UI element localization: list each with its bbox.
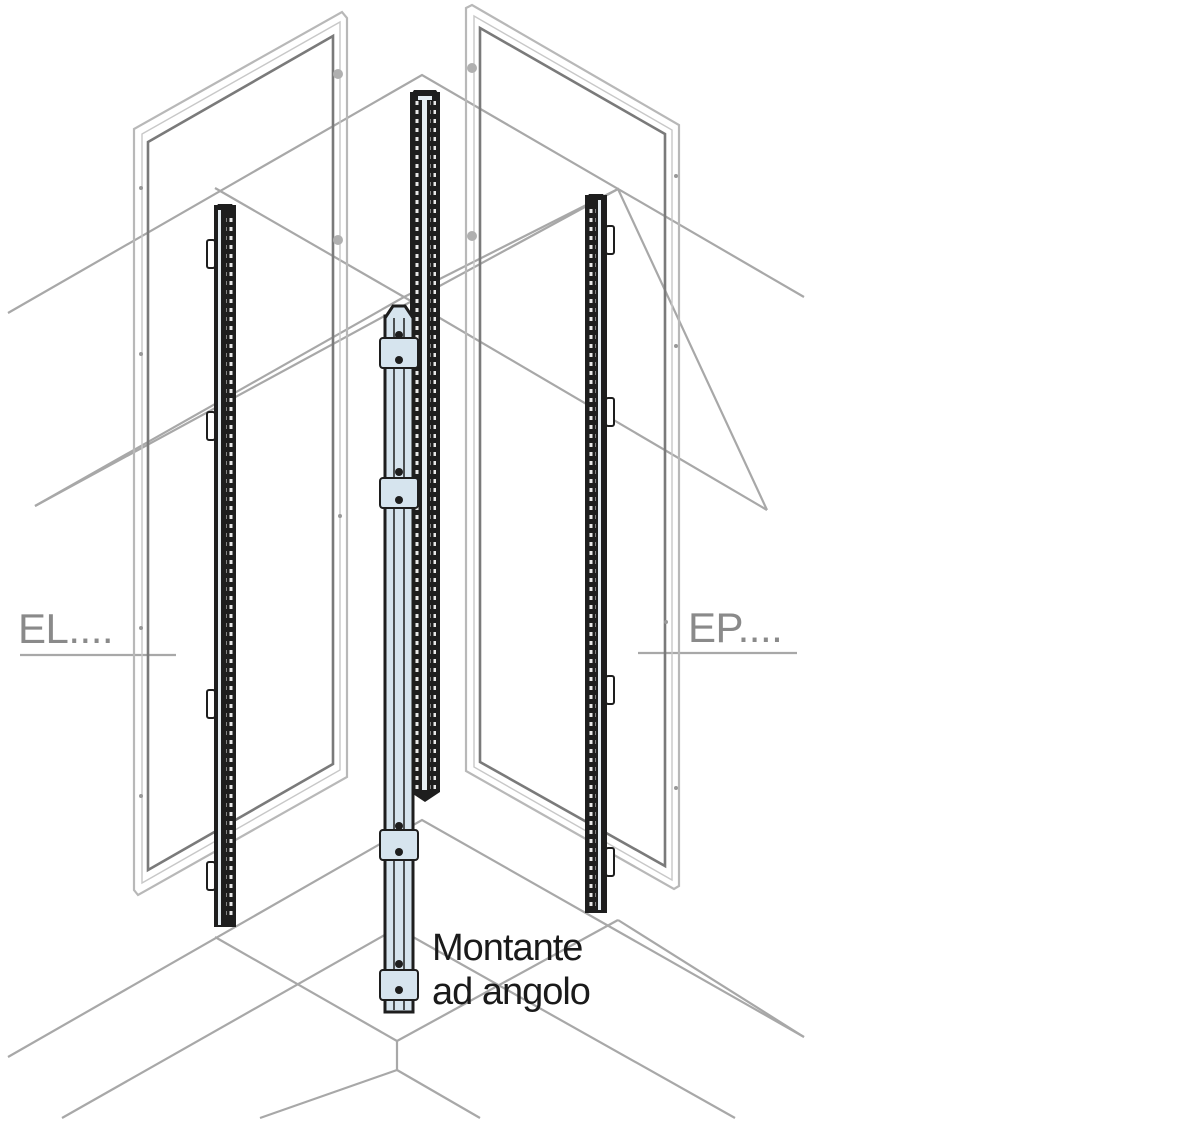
left-rail <box>206 204 236 927</box>
corner-post-label-line2: ad angolo <box>432 971 591 1013</box>
right-side-panel <box>464 3 681 891</box>
right-panel-label: EP.... <box>688 604 783 651</box>
right-rail <box>585 194 615 913</box>
left-panel-label: EL.... <box>18 605 114 652</box>
corner-post-label: Montante ad angolo <box>432 926 591 1014</box>
left-side-panel <box>132 10 349 897</box>
rear-corner-rail <box>410 90 440 802</box>
corner-post-label-line1: Montante <box>432 927 583 969</box>
corner-post <box>379 304 419 1014</box>
